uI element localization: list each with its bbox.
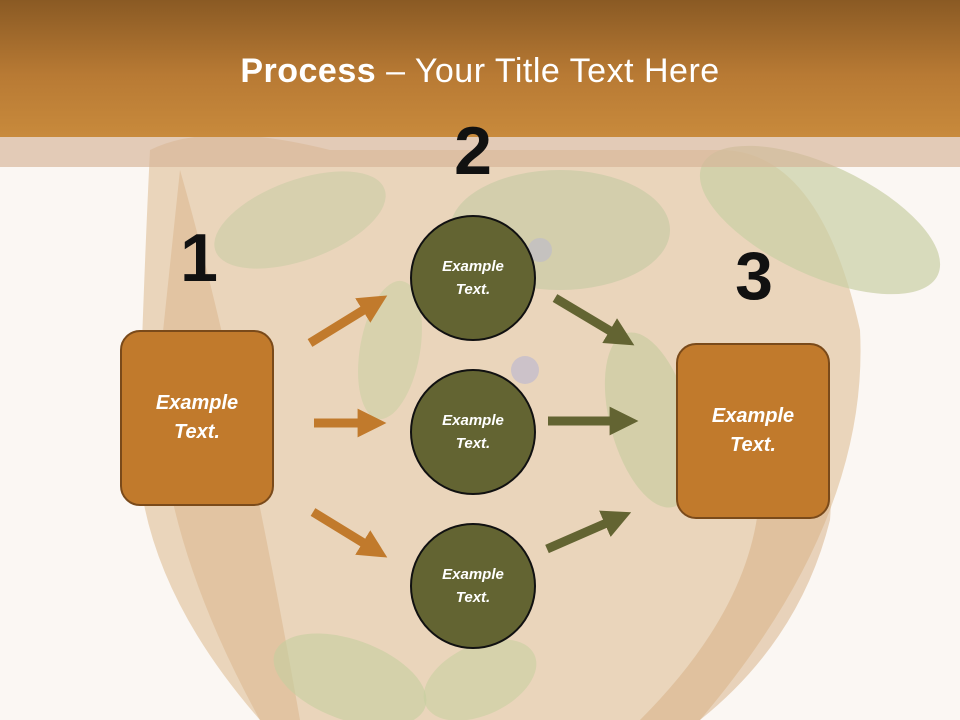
right-step-box[interactable]: Example Text. xyxy=(676,343,830,519)
step-number-3: 3 xyxy=(735,238,773,314)
title-bold: Process xyxy=(240,52,377,90)
circle-bottom-text: Example Text. xyxy=(442,566,504,606)
circle-top[interactable]: Example Text. xyxy=(410,215,536,341)
arrow-left-to-bottom xyxy=(310,508,388,558)
arrow-bottom-to-right xyxy=(545,510,632,554)
arrow-left-to-top xyxy=(307,295,388,347)
circle-middle[interactable]: Example Text. xyxy=(410,369,536,495)
slide-title: Process – Your Title Text Here xyxy=(0,52,960,91)
step-number-1: 1 xyxy=(180,220,218,296)
circle-top-text: Example Text. xyxy=(442,258,504,298)
left-step-box[interactable]: Example Text. xyxy=(120,330,274,506)
arrow-top-to-right xyxy=(552,294,635,346)
title-strip xyxy=(0,137,960,167)
title-rest: – Your Title Text Here xyxy=(376,52,720,90)
left-step-text: Example Text. xyxy=(155,392,239,443)
title-bar xyxy=(0,0,960,137)
right-step-text: Example Text. xyxy=(711,405,795,456)
step-number-2: 2 xyxy=(454,113,492,189)
circle-middle-text: Example Text. xyxy=(442,412,504,452)
circle-bottom[interactable]: Example Text. xyxy=(410,523,536,649)
